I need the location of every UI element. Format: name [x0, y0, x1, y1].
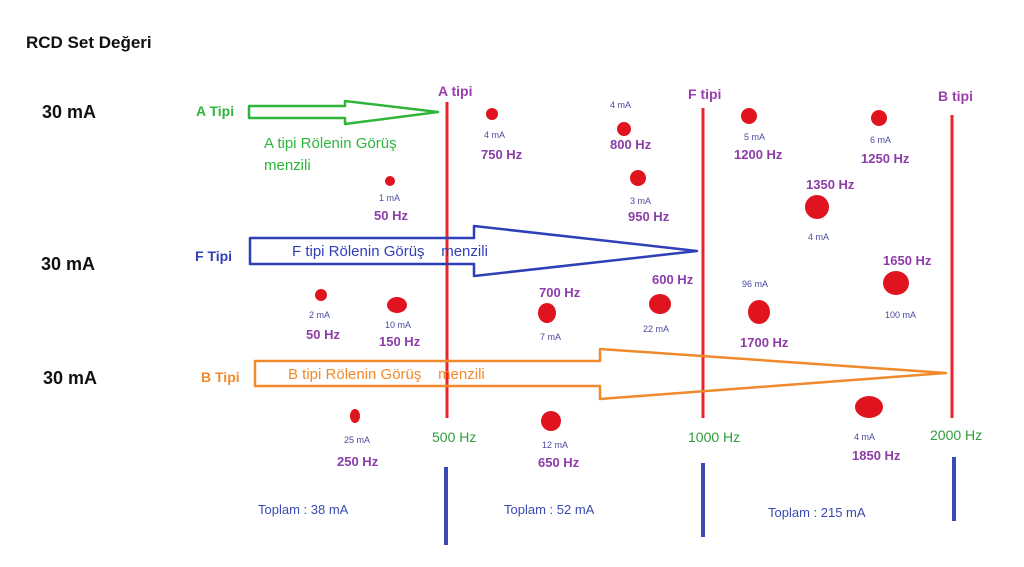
row-a-type: A Tipi: [196, 103, 235, 119]
relay-a-frequency: 500 Hz: [432, 429, 477, 445]
component-current: 5 mA: [744, 132, 766, 142]
leakage-dot: [538, 303, 556, 323]
component-current: 2 mA: [309, 310, 331, 320]
row-a-set-value: 30 mA: [42, 102, 97, 122]
component-current: 1 mA: [379, 193, 401, 203]
range-arrow-f: [248, 224, 699, 278]
component-current: 100 mA: [885, 310, 917, 320]
page-title: RCD Set Değeri: [26, 33, 152, 52]
leakage-dot: [805, 195, 829, 219]
relay-f-frequency: 1000 Hz: [688, 429, 741, 445]
leakage-dot: [350, 409, 360, 423]
relay-b-label: B tipi: [938, 88, 973, 104]
component-frequency: 1850 Hz: [852, 448, 901, 463]
leakage-dot: [883, 271, 909, 295]
relay-a-label: A tipi: [438, 83, 473, 99]
component-frequency: 750 Hz: [481, 147, 523, 162]
component-frequency: 1200 Hz: [734, 147, 783, 162]
leakage-dot: [617, 122, 631, 136]
relay-b-frequency: 2000 Hz: [930, 427, 983, 443]
component-current: 96 mA: [742, 279, 769, 289]
component-frequency: 650 Hz: [538, 455, 580, 470]
row-b-type: B Tipi: [201, 369, 240, 385]
row-b-range-text: B tipi Rölenin Görüş menzili: [288, 366, 485, 383]
leakage-dot: [741, 108, 757, 124]
component-current: 4 mA: [610, 100, 632, 110]
component-frequency: 800 Hz: [610, 137, 652, 152]
leakage-dot: [315, 289, 327, 301]
relay-f-label: F tipi: [688, 86, 722, 102]
component-frequency: 250 Hz: [337, 454, 379, 469]
component-frequency: 1700 Hz: [740, 335, 789, 350]
component-frequency: 1250 Hz: [861, 151, 910, 166]
leakage-dot: [748, 300, 770, 324]
component-current: 6 mA: [870, 135, 892, 145]
total-mid-band: Toplam : 52 mA: [504, 502, 595, 517]
leakage-dot: [387, 297, 407, 313]
row-b-set-value: 30 mA: [43, 368, 98, 388]
leakage-dot: [486, 108, 498, 120]
component-current: 4 mA: [854, 432, 876, 442]
component-frequency: 1650 Hz: [883, 253, 932, 268]
row-a-range-text: A tipi Rölenin Görüş menzili: [264, 135, 397, 174]
range-arrow-a: [247, 99, 440, 126]
component-frequency: 50 Hz: [374, 208, 408, 223]
leakage-dot: [630, 170, 646, 186]
component-current: 3 mA: [630, 196, 652, 206]
component-current: 12 mA: [542, 440, 569, 450]
component-current: 10 mA: [385, 320, 412, 330]
range-arrow-b: [253, 347, 948, 401]
total-low-band: Toplam : 38 mA: [258, 502, 349, 517]
component-current: 4 mA: [808, 232, 830, 242]
row-f-type: F Tipi: [195, 248, 233, 264]
component-frequency: 950 Hz: [628, 209, 670, 224]
row-f-range-text: F tipi Rölenin Görüş menzili: [292, 243, 488, 260]
component-frequency: 150 Hz: [379, 334, 421, 349]
component-frequency: 600 Hz: [652, 272, 694, 287]
leakage-dot: [855, 396, 883, 418]
component-frequency: 50 Hz: [306, 327, 340, 342]
leakage-dot: [871, 110, 887, 126]
component-current: 7 mA: [540, 332, 562, 342]
leakage-dot: [541, 411, 561, 431]
component-frequency: 1350 Hz: [806, 177, 855, 192]
row-f-set-value: 30 mA: [41, 254, 96, 274]
leakage-dot: [649, 294, 671, 314]
component-current: 25 mA: [344, 435, 371, 445]
component-current: 22 mA: [643, 324, 670, 334]
total-high-band: Toplam : 215 mA: [768, 505, 866, 520]
component-frequency: 700 Hz: [539, 285, 581, 300]
component-current: 4 mA: [484, 130, 506, 140]
leakage-dot: [385, 176, 395, 186]
